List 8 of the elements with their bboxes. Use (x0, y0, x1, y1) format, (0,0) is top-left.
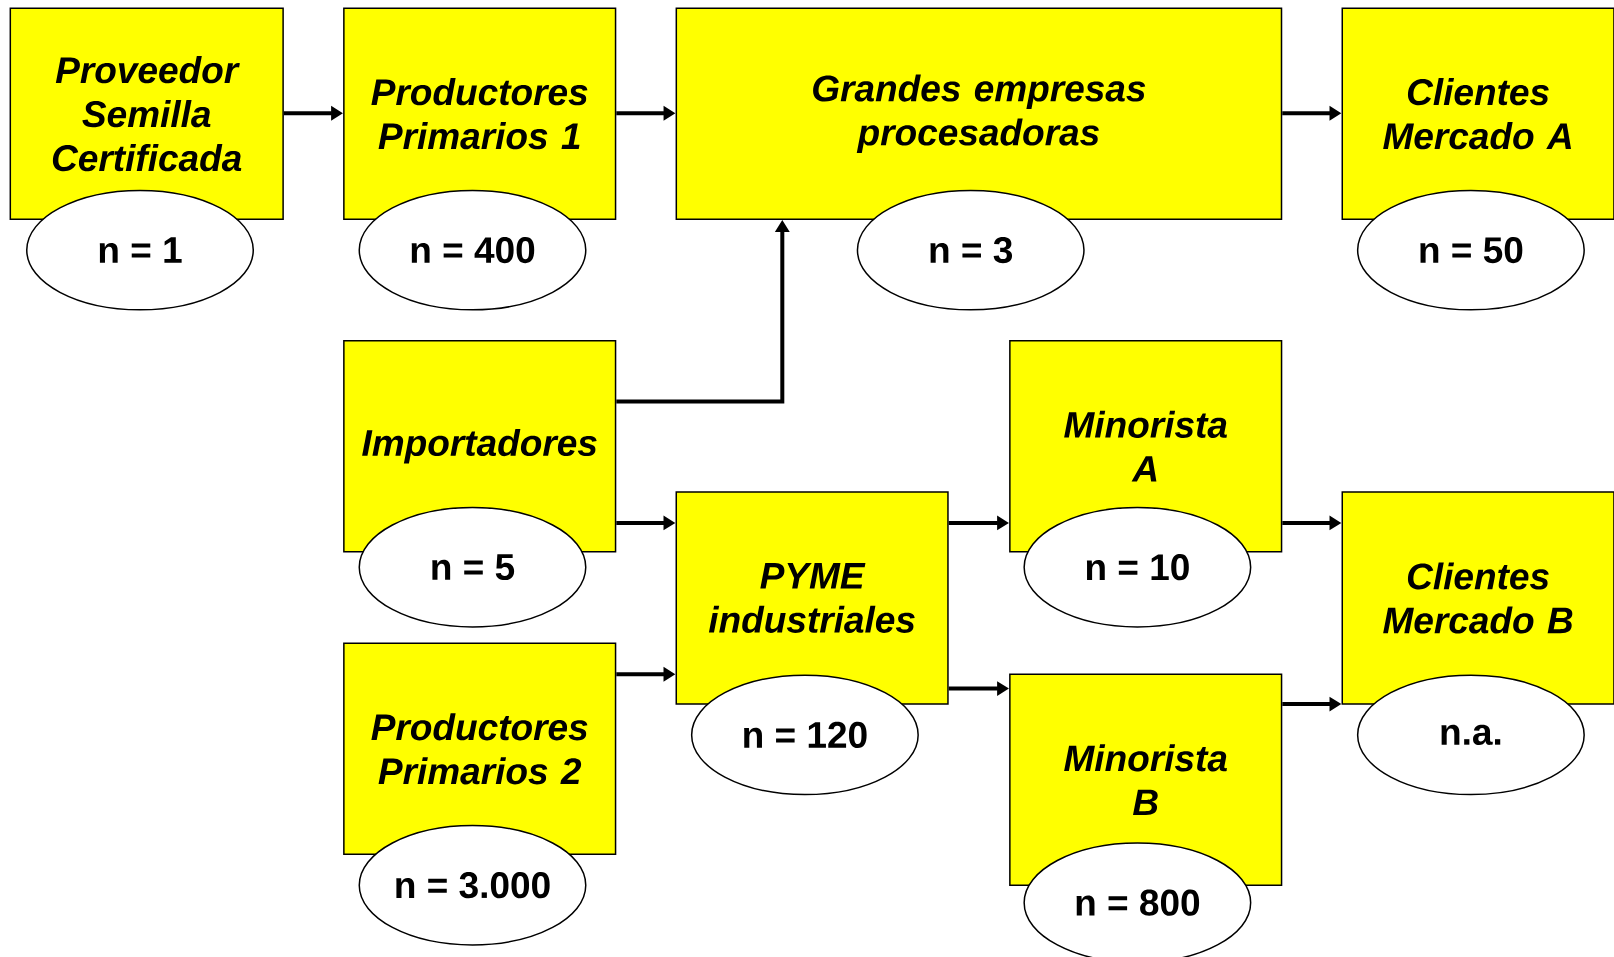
node-label: n = 3.000 (396, 872, 550, 899)
process-box: Productores Primarios 1 (343, 7, 617, 220)
process-box: Proveedor Semilla Certificada (9, 7, 284, 220)
process-box: Productores Primarios 2 (343, 642, 617, 856)
process-box: PYME industriales (675, 491, 949, 705)
process-box: Grandes empresas procesadoras (675, 7, 1283, 220)
process-box: Clientes Mercado A (1341, 7, 1614, 220)
process-box: Clientes Mercado B (1341, 491, 1614, 705)
